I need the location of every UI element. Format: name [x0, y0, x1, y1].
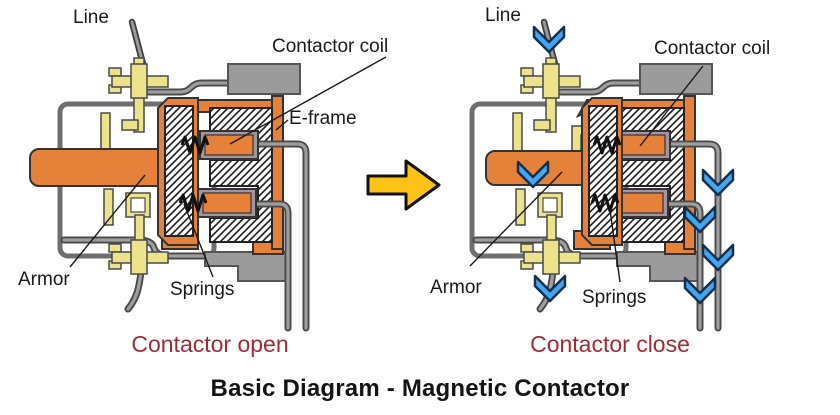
transition-arrow-icon	[366, 159, 441, 211]
label-springs-open: Springs	[170, 279, 235, 300]
contactor-close-figure	[412, 0, 735, 332]
label-springs-close: Springs	[582, 287, 647, 308]
contactor-open-figure	[29, 0, 387, 332]
label-coil-open: Contactor coil	[272, 36, 389, 57]
label-armor-open: Armor	[18, 269, 70, 290]
label-line-close: Line	[485, 5, 521, 26]
leader-lines	[69, 56, 387, 278]
label-armor-close: Armor	[430, 277, 482, 298]
page-title: Basic Diagram - Magnetic Contactor	[210, 375, 630, 402]
caption-contactor-open: Contactor open	[131, 331, 289, 357]
leader-lines	[469, 65, 704, 283]
label-coil-close: Contactor coil	[654, 38, 771, 59]
label-eframe-open: E-frame	[289, 108, 357, 129]
label-line-open: Line	[73, 7, 109, 28]
caption-contactor-close: Contactor close	[530, 331, 690, 357]
armature-closed	[485, 97, 623, 246]
